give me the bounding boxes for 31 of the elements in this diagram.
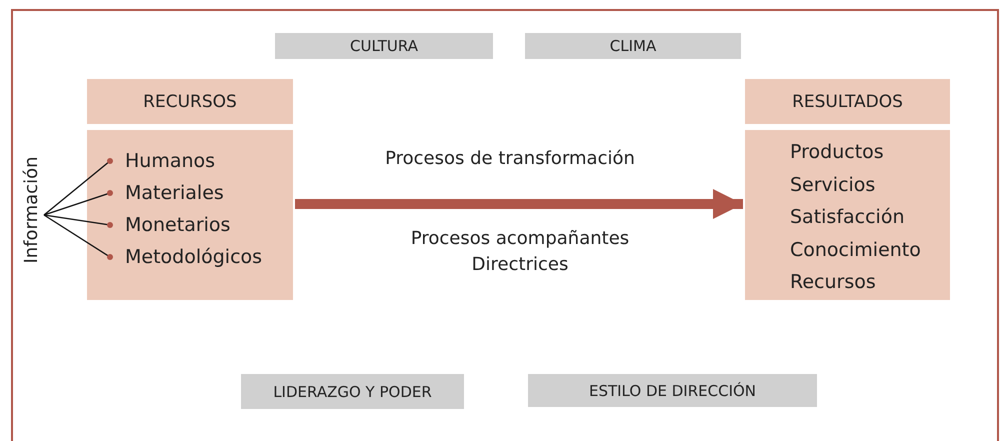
header-box — [745, 79, 950, 124]
note-text: Procesos acompañantes Directrices — [410, 227, 630, 277]
list-item: Metodológicos — [110, 243, 290, 271]
heading-text: CULTURA — [350, 37, 418, 55]
connector-line — [44, 214, 113, 228]
heading-text: RECURSOS — [143, 92, 237, 112]
label-bar — [275, 33, 493, 59]
list-item: Monetarios — [110, 211, 290, 239]
heading-text: ESTILO DE DIRECCIÓN — [588, 382, 756, 400]
side-label: Información — [20, 155, 43, 266]
list-item: Conocimiento — [790, 238, 921, 262]
list-item: Recursos — [790, 270, 876, 295]
label-bar — [525, 33, 741, 59]
connector-line — [44, 214, 113, 260]
list-item: Humanos — [110, 147, 290, 175]
edge-label: Procesos de transformación — [384, 148, 636, 169]
heading-text: RESULTADOS — [792, 92, 903, 112]
list-item: Materiales — [110, 179, 290, 207]
content-box — [87, 130, 293, 300]
list-item: Productos — [790, 140, 884, 165]
connector-line — [44, 190, 113, 216]
heading-text: LIDERAZGO Y PODER — [273, 382, 432, 400]
heading-text: CLIMA — [610, 37, 656, 55]
content-box — [745, 130, 950, 300]
connector-line — [44, 158, 113, 216]
label-bar — [528, 374, 817, 407]
process-arrow — [295, 189, 743, 219]
list-item: Satisfacción — [790, 205, 905, 230]
header-box — [87, 79, 293, 124]
label-bar — [241, 374, 464, 409]
list-item: Servicios — [790, 172, 876, 198]
